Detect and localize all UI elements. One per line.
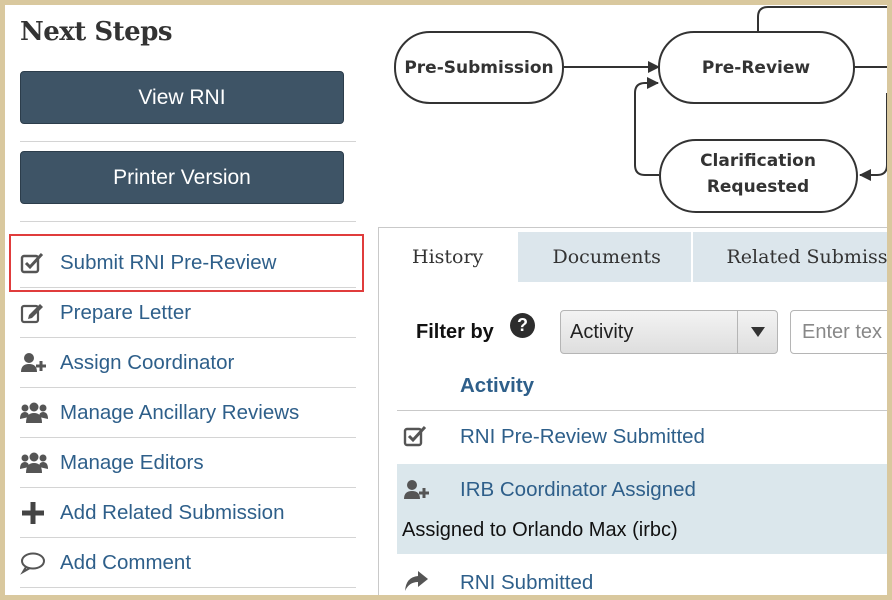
tab-documents[interactable]: Documents [515, 232, 692, 282]
transition-arrow [563, 61, 660, 73]
step-manage-editors[interactable]: Manage Editors [20, 438, 356, 488]
history-row-title[interactable]: RNI Submitted [460, 571, 594, 594]
tab-history[interactable]: History [379, 232, 516, 282]
share-arrow-icon [403, 569, 429, 595]
app-frame: Next Steps View RNI Printer Version Subm… [5, 5, 887, 595]
comment-icon [20, 551, 60, 575]
step-assign-coordinator[interactable]: Assign Coordinator [20, 338, 356, 388]
history-row: IRB Coordinator Assigned Assigned to Orl… [397, 464, 887, 554]
history-row-title[interactable]: IRB Coordinator Assigned [460, 478, 696, 501]
chevron-down-icon [737, 311, 777, 353]
filter-text-input[interactable]: Enter tex [790, 310, 887, 354]
arrow-head-icon [647, 77, 659, 89]
state-pre-review [658, 31, 855, 104]
selection-outline [9, 234, 364, 292]
users-icon [20, 401, 60, 425]
step-add-related-submission[interactable]: Add Related Submission [20, 488, 356, 538]
state-label: Pre-Review [702, 58, 810, 78]
plus-icon [20, 501, 60, 525]
step-label: Add Comment [60, 550, 192, 574]
step-label: Prepare Letter [60, 300, 192, 324]
history-panel: History Documents Related Submiss Filter… [378, 227, 887, 595]
step-add-comment[interactable]: Add Comment [20, 538, 356, 588]
step-label: Manage Ancillary Reviews [60, 400, 300, 424]
workflow-diagram: Pre-Submission Pre-Review Clarification … [394, 6, 887, 213]
step-submit-rni-pre-review[interactable]: Submit RNI Pre-Review [20, 238, 356, 288]
checkbox-icon [403, 424, 429, 453]
tab-related-submissions[interactable]: Related Submiss [691, 232, 887, 282]
divider [20, 141, 356, 142]
state-clarification-requested [659, 139, 858, 213]
step-prepare-letter[interactable]: Prepare Letter [20, 288, 356, 338]
step-label: Add Related Submission [60, 500, 285, 524]
view-rni-button[interactable]: View RNI [20, 71, 344, 124]
tab-bar: History Documents Related Submiss [379, 232, 887, 282]
history-row-title[interactable]: RNI Pre-Review Submitted [460, 425, 705, 448]
user-plus-icon [20, 351, 60, 375]
filter-select[interactable]: Activity [560, 310, 778, 354]
divider [397, 410, 887, 411]
step-label: Manage Editors [60, 450, 204, 474]
step-manage-ancillary-reviews[interactable]: Manage Ancillary Reviews [20, 388, 356, 438]
help-icon[interactable]: ? [510, 313, 535, 338]
state-pre-submission [394, 31, 564, 104]
filter-select-value: Activity [570, 320, 634, 343]
column-header-activity[interactable]: Activity [460, 374, 535, 397]
history-row: RNI Submitted [397, 555, 887, 595]
next-steps-list: Submit RNI Pre-Review Prepare Letter Ass… [20, 238, 356, 588]
history-row-detail: Assigned to Orlando Max (irbc) [402, 519, 678, 541]
state-label: Clarification [700, 151, 816, 171]
history-row: RNI Pre-Review Submitted [397, 411, 887, 463]
state-label: Pre-Submission [404, 58, 553, 78]
printer-version-button[interactable]: Printer Version [20, 151, 344, 204]
edit-icon [20, 301, 60, 325]
step-label: Assign Coordinator [60, 350, 235, 374]
state-label: Requested [707, 177, 809, 197]
users-icon [20, 451, 60, 475]
divider [20, 221, 356, 222]
next-steps-title: Next Steps [20, 17, 173, 47]
checkbox-icon [20, 251, 60, 275]
step-label: Submit RNI Pre-Review [60, 250, 277, 274]
arrow-head-icon [859, 169, 871, 181]
filter-label: Filter by [416, 321, 494, 343]
user-plus-icon [403, 478, 431, 507]
